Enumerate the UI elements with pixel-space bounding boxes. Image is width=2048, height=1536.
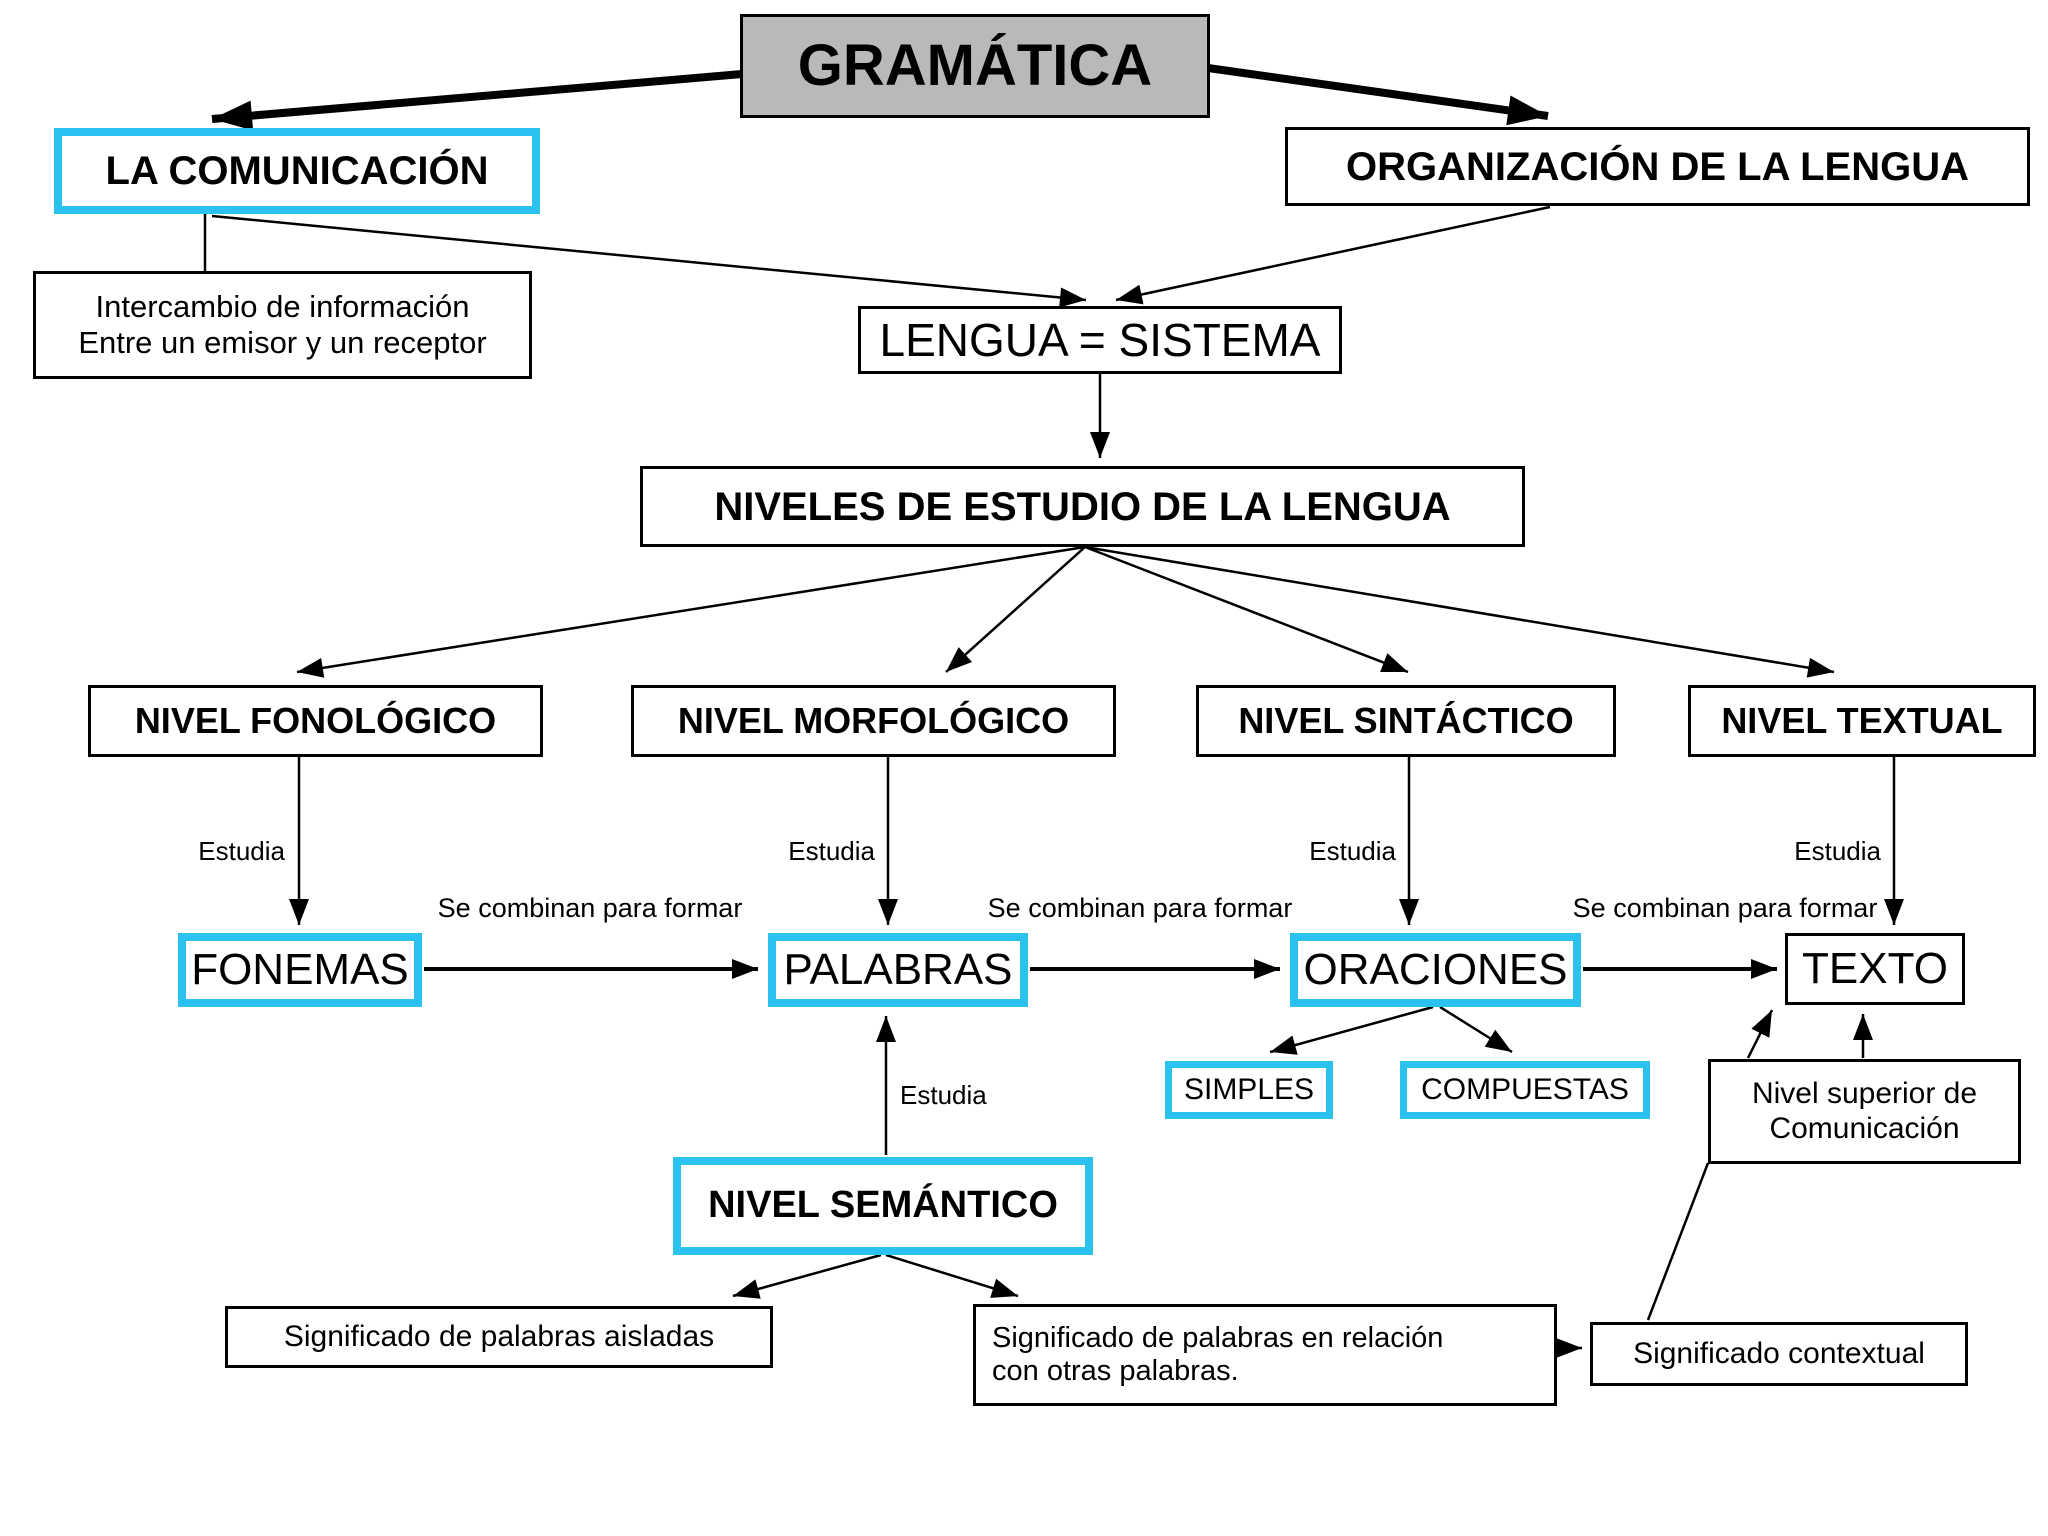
node-fonemas: FONEMAS <box>178 933 422 1007</box>
significado-relacion-line2: con otras palabras. <box>992 1355 1239 1387</box>
intercambio-line2: Entre un emisor y un receptor <box>78 325 487 360</box>
node-oraciones: ORACIONES <box>1290 933 1581 1007</box>
node-nivel-textual: NIVEL TEXTUAL <box>1688 685 2036 757</box>
node-nivel-superior-comunicacion: Nivel superior de Comunicación <box>1708 1059 2021 1164</box>
node-nivel-sintactico: NIVEL SINTÁCTICO <box>1196 685 1616 757</box>
node-lengua-sistema: LENGUA = SISTEMA <box>858 306 1342 374</box>
node-gramatica: GRAMÁTICA <box>740 14 1210 118</box>
edge-label-estudia-fonologico: Estudia <box>198 836 285 866</box>
node-intercambio-definicion: Intercambio de información Entre un emis… <box>33 271 532 379</box>
node-significado-relacion: Significado de palabras en relación con … <box>973 1304 1557 1406</box>
node-la-comunicacion: LA COMUNICACIÓN <box>54 128 540 214</box>
node-significado-aisladas: Significado de palabras aisladas <box>225 1306 773 1368</box>
edge-label-se-combinan-3: Se combinan para formar <box>1572 893 1878 923</box>
significado-relacion-line1: Significado de palabras en relación <box>992 1321 1444 1354</box>
node-significado-contextual: Significado contextual <box>1590 1322 1968 1386</box>
edge-label-se-combinan-1: Se combinan para formar <box>437 893 743 923</box>
edge-label-estudia-morfologico: Estudia <box>788 836 875 866</box>
node-organizacion-de-la-lengua: ORGANIZACIÓN DE LA LENGUA <box>1285 127 2030 206</box>
nivel-superior-line2: Comunicación <box>1769 1111 1960 1145</box>
node-palabras: PALABRAS <box>768 933 1028 1007</box>
node-texto: TEXTO <box>1785 933 1965 1005</box>
edge-label-se-combinan-2: Se combinan para formar <box>987 893 1293 923</box>
nivel-superior-line1: Nivel superior de <box>1751 1077 1978 1110</box>
node-simples: SIMPLES <box>1165 1061 1333 1119</box>
node-niveles-de-estudio: NIVELES DE ESTUDIO DE LA LENGUA <box>640 466 1525 547</box>
intercambio-line1: Intercambio de información <box>95 289 470 325</box>
edge-label-estudia-textual: Estudia <box>1794 836 1881 866</box>
node-nivel-semantico: NIVEL SEMÁNTICO <box>673 1157 1093 1255</box>
node-nivel-morfologico: NIVEL MORFOLÓGICO <box>631 685 1116 757</box>
edge-label-estudia-sintactico: Estudia <box>1309 836 1396 866</box>
node-nivel-fonologico: NIVEL FONOLÓGICO <box>88 685 543 757</box>
edge-label-estudia-semantico: Estudia <box>900 1080 987 1110</box>
node-compuestas: COMPUESTAS <box>1400 1061 1650 1119</box>
